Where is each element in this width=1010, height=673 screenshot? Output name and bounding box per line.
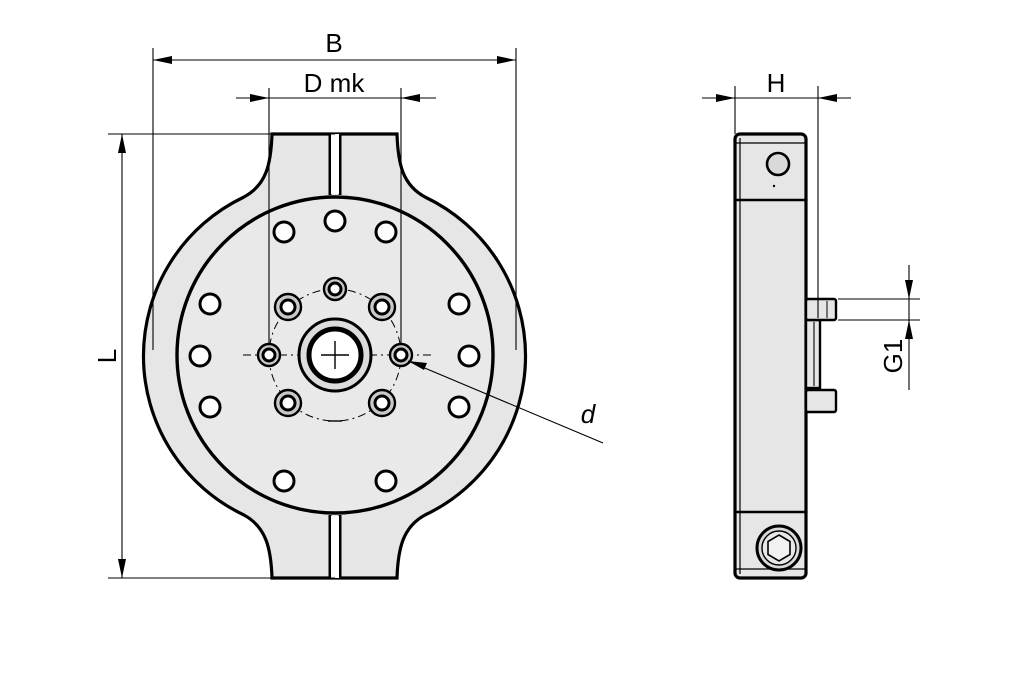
- dimension-label-H: H: [767, 68, 786, 98]
- counterbore-hole-inner: [279, 394, 297, 412]
- counterbore-hole-inner: [373, 298, 391, 316]
- counterbore-hole-inner: [327, 281, 343, 297]
- bolt-hole: [447, 395, 471, 419]
- bolt-hole: [374, 469, 398, 493]
- clamp-slot-gap-top: [331, 134, 339, 194]
- counterbore-hole-inner: [373, 394, 391, 412]
- inner-counterbored-holes: [256, 276, 414, 418]
- front-view: [141, 132, 528, 580]
- centering-spigot: [804, 318, 822, 390]
- outer-bolt-holes: [188, 209, 481, 493]
- counterbore-hole-inner: [279, 298, 297, 316]
- bolt-hole: [198, 395, 222, 419]
- side-bolt-head-top: [765, 151, 791, 177]
- bolt-hole: [374, 220, 398, 244]
- bolt-hole: [447, 292, 471, 316]
- dimension-d: d: [407, 360, 604, 444]
- bolt-hole: [188, 344, 212, 368]
- hex-socket-icon: [767, 534, 791, 562]
- dimension-L: L: [92, 133, 335, 579]
- dimension-label-B: B: [325, 28, 342, 58]
- dimension-label-L: L: [92, 349, 122, 363]
- dimension-G1: G1: [838, 265, 920, 390]
- dimension-B: B: [152, 28, 517, 350]
- clamp-slot-gap-bottom: [331, 516, 339, 578]
- clamp-slot: [328, 134, 342, 578]
- bolt-hole: [198, 292, 222, 316]
- bolt-hole: [272, 469, 296, 493]
- dimension-label-d: d: [581, 399, 597, 429]
- counterbore-hole-inner: [393, 347, 409, 363]
- dimension-label-Dmk: D mk: [304, 68, 366, 98]
- bolt-hole: [323, 209, 347, 233]
- bolt-hole: [272, 220, 296, 244]
- locating-pin-top: [804, 297, 838, 322]
- dimension-label-G1: G1: [878, 339, 908, 374]
- locating-pin-bottom: [804, 388, 838, 414]
- dimension-Dmk: D mk: [236, 68, 436, 343]
- dimension-H: H: [702, 68, 851, 318]
- side-bolt-dot: [772, 184, 776, 188]
- side-view: [733, 132, 838, 580]
- bolt-hole: [457, 344, 481, 368]
- counterbore-hole-inner: [261, 347, 277, 363]
